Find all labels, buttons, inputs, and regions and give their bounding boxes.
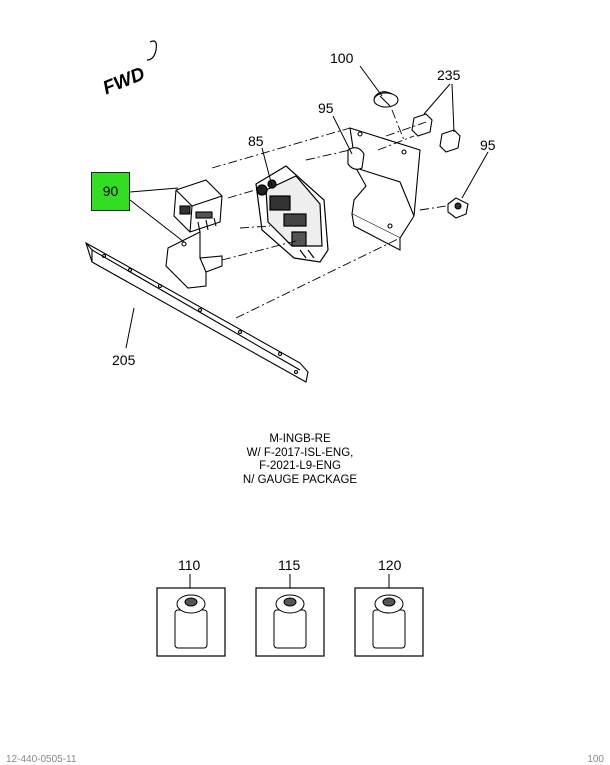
frame-rail-205: [85, 241, 309, 383]
filter-120: 120: [354, 557, 424, 657]
note-line-3: F-2021-L9-ENG: [259, 460, 341, 472]
callout-115: 115: [278, 557, 301, 573]
note-line-1: M-INGB-RE: [269, 433, 331, 445]
module-90: [173, 179, 223, 233]
ecm-85: [255, 165, 329, 263]
leader-lines: [125, 65, 489, 349]
assembly-lines: [211, 109, 447, 319]
note-line-4: N/ GAUGE PACKAGE: [242, 473, 358, 486]
fwd-arrow-icon: [146, 40, 157, 61]
callout-95-right: 95: [480, 137, 496, 153]
callout-100: 100: [330, 50, 354, 66]
sensor-95-right: [447, 197, 469, 219]
filter-115: 115: [255, 557, 325, 657]
callout-120: 120: [378, 557, 402, 573]
callout-95-upper: 95: [318, 100, 334, 116]
clips-235: [411, 113, 461, 153]
callout-90-highlight[interactable]: 90: [91, 172, 130, 211]
fwd-indicator: FWD: [100, 40, 157, 99]
callout-85: 85: [248, 133, 264, 149]
callout-205: 205: [112, 352, 136, 368]
callout-235: 235: [437, 67, 461, 83]
callout-90: 90: [102, 183, 119, 199]
bracket-90: [165, 231, 223, 289]
mounting-plate: [349, 127, 421, 251]
filter-110: 110: [156, 557, 226, 657]
footer-left: 12-440-0505-11: [6, 754, 77, 765]
footer-right: 100: [587, 754, 604, 765]
callout-110: 110: [178, 557, 201, 573]
application-note: M-INGB-RE W/ F-2017-ISL-ENG, F-2021-L9-E…: [150, 433, 450, 487]
clip-100: [373, 91, 399, 108]
fwd-label: FWD: [100, 63, 148, 99]
note-line-2: W/ F-2017-ISL-ENG,: [246, 446, 354, 459]
